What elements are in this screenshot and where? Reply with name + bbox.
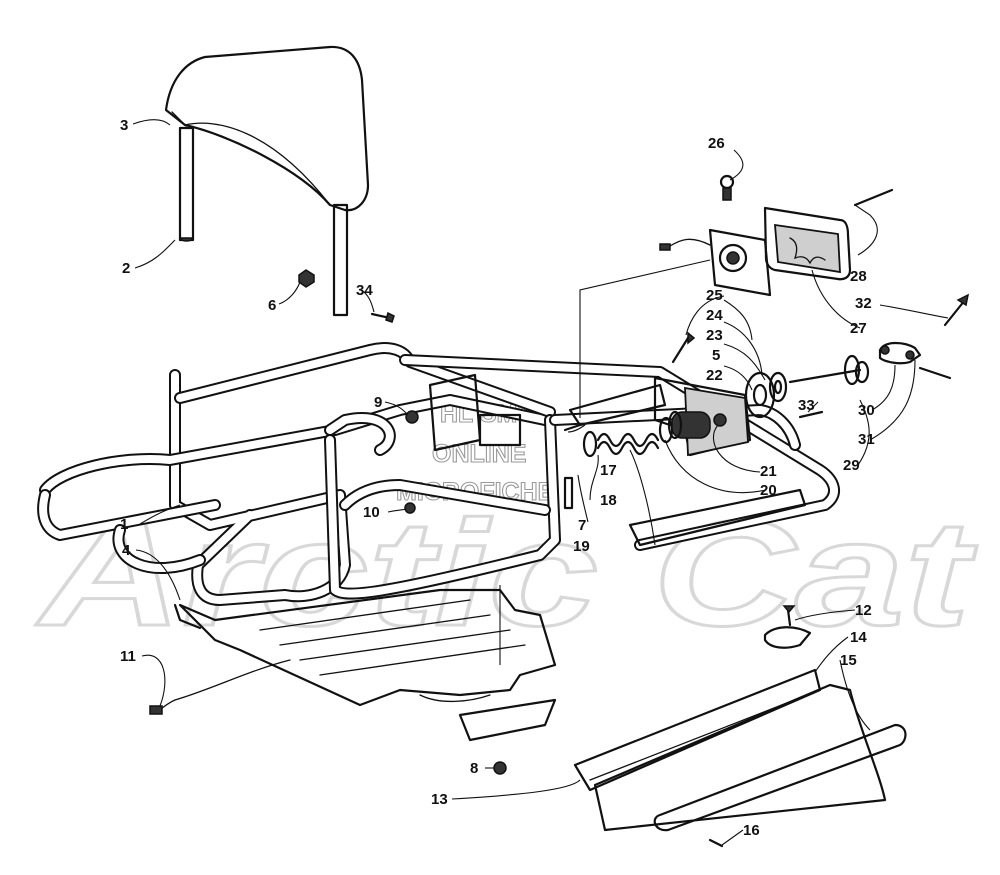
callout-12: 12	[855, 602, 872, 619]
callout-10: 10	[363, 504, 380, 521]
tail-light	[659, 174, 894, 297]
callout-22: 22	[706, 367, 723, 384]
callout-2: 2	[122, 260, 130, 277]
leader-lines	[132, 119, 949, 846]
floor-pan	[149, 588, 812, 742]
callout-17: 17	[600, 462, 617, 479]
callout-25: 25	[706, 287, 723, 304]
spring-assembly	[582, 410, 711, 458]
callout-7: 7	[578, 517, 586, 534]
callout-29: 29	[843, 457, 860, 474]
callout-31: 31	[858, 431, 875, 448]
callout-14: 14	[850, 629, 867, 646]
backrest-assembly	[164, 45, 370, 317]
callout-19: 19	[573, 538, 590, 555]
callout-30: 30	[858, 402, 875, 419]
callout-3: 3	[120, 117, 128, 134]
rack-frame	[37, 342, 840, 606]
callout-8: 8	[470, 760, 478, 777]
callout-28: 28	[850, 268, 867, 285]
callout-6: 6	[268, 297, 276, 314]
callout-23: 23	[706, 327, 723, 344]
callout-33: 33	[798, 397, 815, 414]
callout-27: 27	[850, 320, 867, 337]
mud-flap-assembly	[573, 668, 907, 832]
callout-9: 9	[374, 394, 382, 411]
callout-11: 11	[120, 648, 136, 665]
callout-21: 21	[760, 463, 777, 480]
callout-15: 15	[840, 652, 857, 669]
callout-32: 32	[855, 295, 872, 312]
callout-18: 18	[600, 492, 617, 509]
callout-34: 34	[356, 282, 373, 299]
hardware	[298, 269, 824, 848]
callout-13: 13	[431, 791, 448, 808]
axle-assembly	[744, 293, 970, 419]
callout-26: 26	[708, 135, 725, 152]
callout-24: 24	[706, 307, 723, 324]
callout-5: 5	[712, 347, 720, 364]
callout-16: 16	[743, 822, 760, 839]
callout-numbers: 3 2 6 34 26 28 32 27 25 24 23 5 22 9 33 …	[120, 117, 875, 839]
callout-4: 4	[122, 542, 131, 559]
callout-20: 20	[760, 482, 777, 499]
callout-1: 1	[120, 516, 128, 533]
